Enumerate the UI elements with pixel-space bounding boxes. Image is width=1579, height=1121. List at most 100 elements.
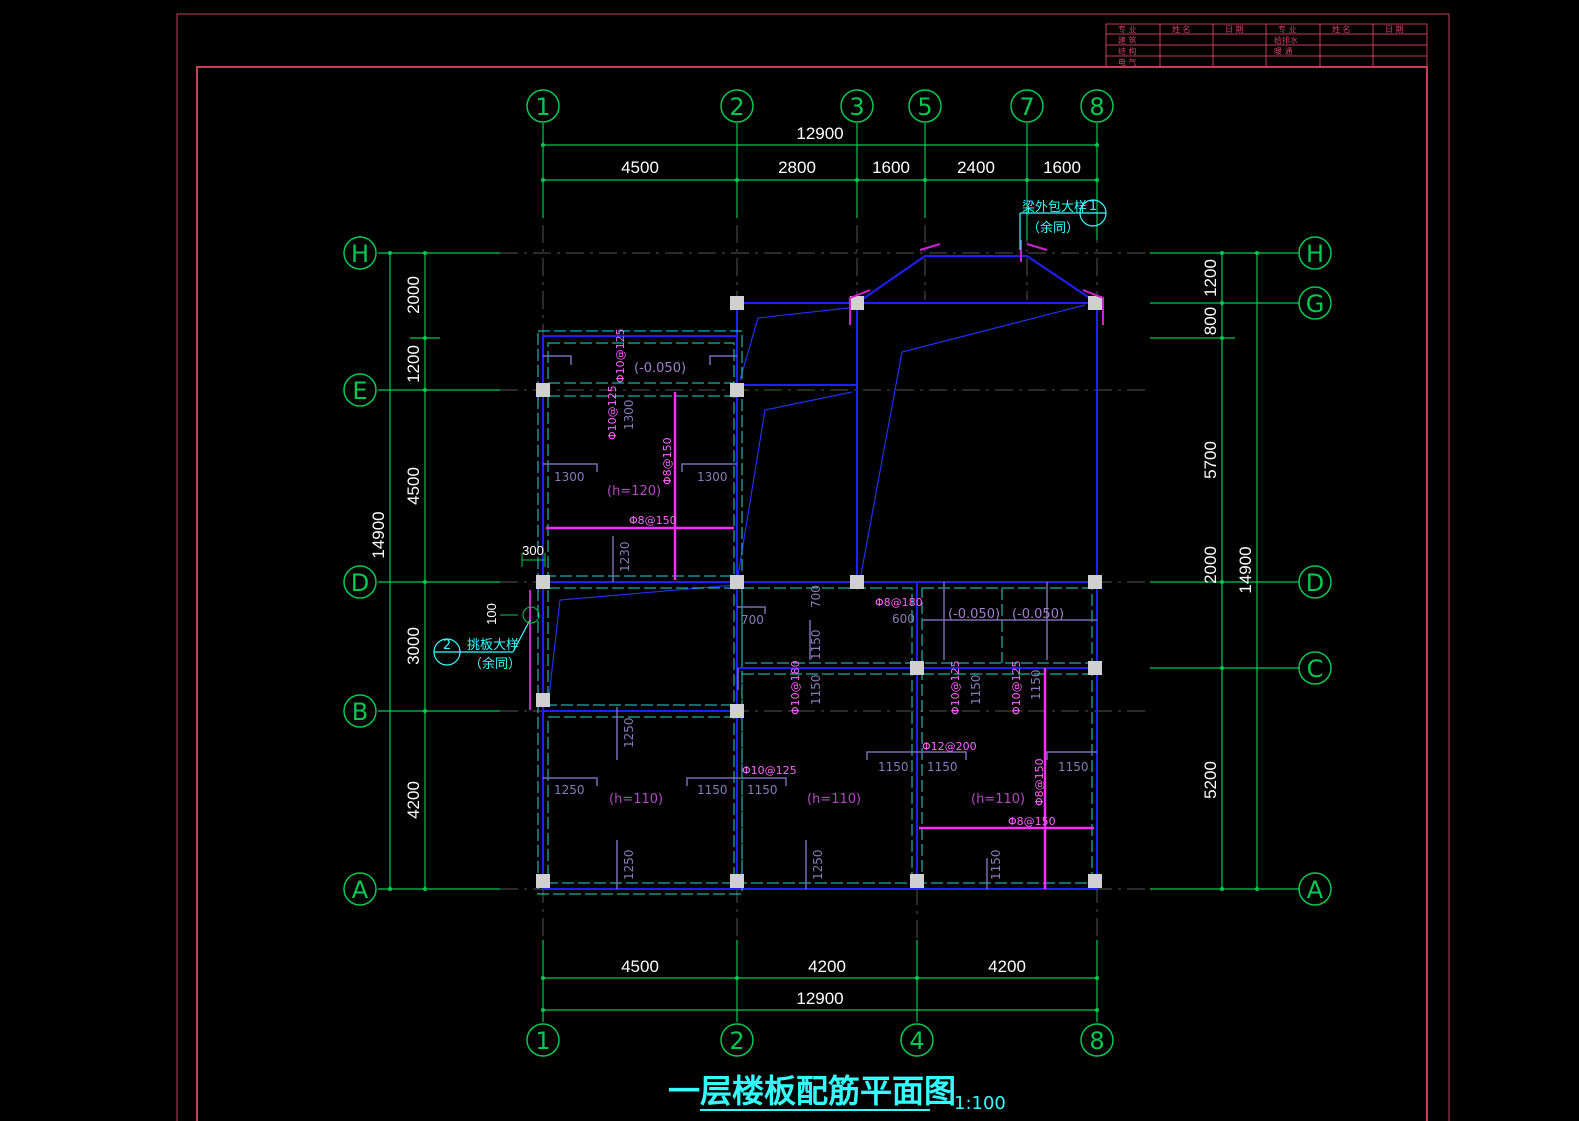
callout-2-number: 2: [443, 638, 451, 653]
title-block: [1105, 23, 1428, 68]
inner-sheet-border: [196, 66, 1428, 1121]
dim-bottom-2: 4200: [808, 957, 846, 976]
axis-right-H: H: [1306, 240, 1324, 268]
dim-left-3: 4500: [404, 467, 423, 505]
bar-length-12: 1250: [554, 783, 585, 797]
dim-top-3: 1600: [872, 158, 910, 177]
slab-thickness-2: (h=110): [609, 792, 663, 807]
dim-cantilever-300: 300: [522, 543, 544, 558]
bar-length-5: 700: [809, 585, 823, 608]
dim-left-1: 2000: [404, 276, 423, 314]
bar-length-14: 1150: [747, 783, 778, 797]
dim-top-1: 4500: [621, 158, 659, 177]
dim-left-total: 14900: [369, 511, 388, 558]
axis-left-H: H: [351, 240, 369, 268]
slab-elevation-2: (-0.050): [948, 607, 1000, 622]
rebar-label-5: Φ8@180: [875, 596, 923, 609]
rebar-label-9: Φ10@125: [1010, 660, 1023, 715]
tb-header-1: 专 业: [1118, 24, 1137, 34]
bar-length-11: 1250: [622, 717, 636, 748]
axis-bottom-4: 4: [909, 1027, 924, 1055]
bar-length-15: 1250: [622, 849, 636, 880]
axis-right-C: C: [1307, 655, 1324, 683]
dim-top-total: 12900: [796, 124, 843, 143]
rebar-label-7: Φ10@125: [742, 764, 797, 777]
rebar-label-10: Φ12@200: [922, 740, 977, 753]
dim-cantilever-100: 100: [484, 603, 499, 625]
cantilever-dim: [500, 553, 546, 624]
callout-1-subtitle: （余同）: [1027, 220, 1079, 236]
drawing-title: 一层楼板配筋平面图: [668, 1072, 956, 1110]
bar-length-20: 1150: [1029, 669, 1043, 700]
rebar-label-12: Φ8@150: [1008, 815, 1056, 828]
axis-top-5: 5: [917, 93, 932, 121]
rebar-label-6: Φ10@180: [789, 660, 802, 715]
dim-right-5: 5200: [1201, 761, 1220, 799]
tb-row1-a: 建 筑: [1118, 35, 1137, 45]
rebar-label-2: Φ10@125: [606, 385, 619, 440]
axis-bottom-1: 1: [535, 1027, 550, 1055]
axis-top-3: 3: [849, 93, 864, 121]
tb-row3-a: 电 气: [1118, 57, 1137, 67]
bottom-rebar: [546, 392, 1094, 889]
stair-lines: [547, 304, 1086, 706]
rebar-label-8: Φ10@125: [949, 660, 962, 715]
bar-length-4: 1230: [618, 541, 632, 572]
dim-bottom-3: 4200: [988, 957, 1026, 976]
bar-length-18: 1150: [927, 760, 958, 774]
axis-bottom-2: 2: [729, 1027, 744, 1055]
rebar-label-3: Φ8@150: [661, 437, 674, 485]
dim-top-2: 2800: [778, 158, 816, 177]
tb-header-2: 姓 名: [1172, 24, 1191, 34]
bar-length-17: 1150: [878, 760, 909, 774]
dim-left-5: 4200: [404, 781, 423, 819]
rebar-label-11: Φ8@150: [1033, 758, 1046, 806]
axis-top-2: 2: [729, 93, 744, 121]
tb-header-6: 日 期: [1385, 25, 1404, 34]
bar-length-19: 1150: [1058, 760, 1089, 774]
bar-length-9: 1150: [809, 674, 823, 705]
dim-top-4: 2400: [957, 158, 995, 177]
bar-length-7: 1150: [809, 629, 823, 660]
dim-bottom-1: 4500: [621, 957, 659, 976]
axis-bubbles: [343, 89, 1332, 1057]
dim-right-total: 14900: [1236, 546, 1255, 593]
slab-thickness-4: (h=110): [971, 792, 1025, 807]
bar-length-2: 1300: [554, 470, 585, 484]
columns: [536, 296, 1102, 888]
outer-sheet-border: [176, 13, 1450, 1121]
drawing-scale: 1:100: [954, 1093, 1006, 1114]
dim-bottom-total: 12900: [796, 989, 843, 1008]
callout-1-title: 梁外包大样: [1022, 200, 1087, 215]
bar-length-3: 1300: [697, 470, 728, 484]
bar-length-10: 1150: [969, 674, 983, 705]
dim-top-5: 1600: [1043, 158, 1081, 177]
rebar-label-1: Φ10@125: [614, 328, 627, 383]
tb-header-3: 日 期: [1225, 25, 1244, 34]
tb-row1-b: 给排水: [1274, 35, 1298, 45]
axis-top-7: 7: [1019, 93, 1034, 121]
callout-2-marker: [433, 619, 531, 666]
axis-right-D: D: [1306, 569, 1324, 597]
tb-header-5: 姓 名: [1332, 24, 1351, 34]
beam-lines: [542, 255, 1098, 890]
axis-top-8: 8: [1089, 93, 1104, 121]
top-bars: [543, 355, 1097, 889]
axis-left-E: E: [352, 377, 367, 405]
bar-length-8: 600: [892, 612, 915, 626]
slab-elevation-1: (-0.050): [634, 361, 686, 376]
axis-bottom-8: 8: [1089, 1027, 1104, 1055]
tb-row2-a: 结 构: [1118, 46, 1137, 56]
callout-2-title: 挑板大样: [467, 638, 519, 653]
callout-1-number: 1: [1089, 199, 1097, 214]
axis-left-A: A: [352, 876, 369, 904]
bar-length-1: 1300: [622, 399, 636, 430]
dim-right-4: 2000: [1201, 546, 1220, 584]
dim-right-2: 800: [1201, 307, 1220, 335]
bar-length-13: 1150: [697, 783, 728, 797]
bar-length-6: 700: [741, 613, 764, 627]
dim-left-2: 1200: [404, 345, 423, 383]
dim-right-3: 5700: [1201, 441, 1220, 479]
bar-length-16: 1250: [811, 849, 825, 880]
